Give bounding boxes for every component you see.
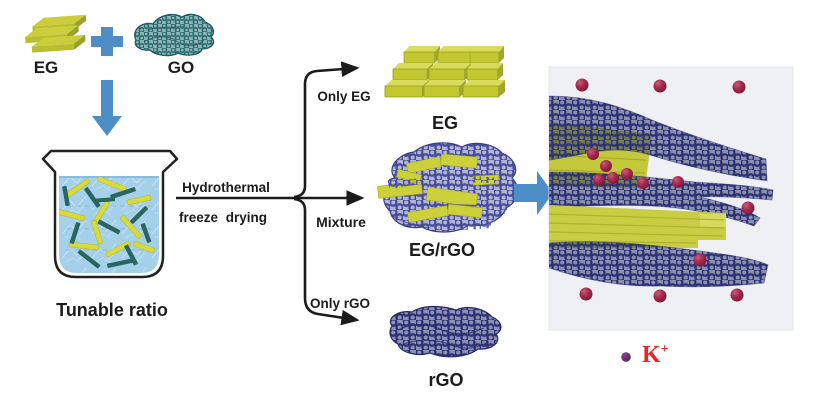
right-arrow <box>514 171 553 215</box>
process-label-line2: freeze drying <box>178 210 268 225</box>
panel-mesh-band-bottom <box>549 241 769 288</box>
eg-input-label: EG <box>33 58 59 77</box>
panel-big-yellow-slab <box>549 205 726 248</box>
eg-rgo-product <box>377 142 519 233</box>
eg-plates-icon <box>24 14 87 53</box>
beaker <box>41 149 179 279</box>
go-mesh-icon <box>134 13 215 57</box>
panel-mesh-band-top <box>549 95 768 182</box>
beaker-flakes <box>59 176 156 269</box>
branch-label-only-eg: Only EG <box>317 89 371 104</box>
composite-panel <box>548 66 794 331</box>
eg-product <box>384 45 506 98</box>
branch-arrows <box>176 61 365 326</box>
legend-ion-dot <box>621 352 631 362</box>
product-label-eg: EG <box>431 113 459 133</box>
down-arrow <box>92 80 122 136</box>
panel-mesh-band-middle <box>549 171 774 227</box>
branch-label-only-rgo: Only rGO <box>309 296 371 311</box>
plus-icon <box>91 27 123 56</box>
rgo-product <box>389 305 502 358</box>
product-label-rgo: rGO <box>428 370 464 390</box>
product-label-eg-rgo: EG/rGO <box>408 240 476 260</box>
go-input-label: GO <box>167 58 195 77</box>
potassium-ions <box>575 78 755 303</box>
beaker-caption: Tunable ratio <box>56 300 168 320</box>
process-label-line1: Hydrothermal <box>182 180 270 195</box>
potassium-legend-label: K+ <box>642 342 669 368</box>
branch-label-mixture: Mixture <box>316 214 366 230</box>
